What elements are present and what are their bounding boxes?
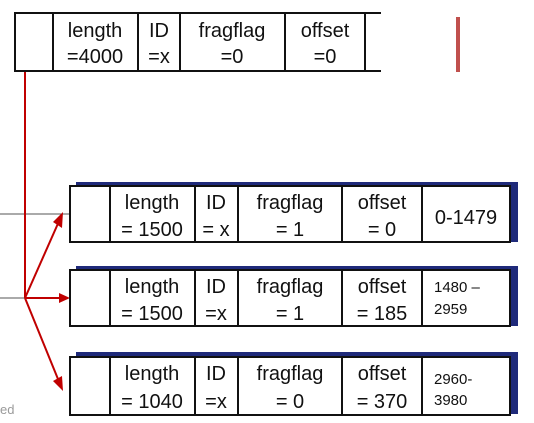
fragment-1-offset-label: offset [358, 192, 407, 214]
fragment-3-id-label: ID [206, 363, 226, 385]
fragment-1-length-value: = 1500 [121, 219, 183, 241]
fragment-1-offset-value: = 0 [368, 219, 396, 241]
fragment-2-length-value: = 1500 [121, 303, 183, 325]
fragment-3-fragflag-value: = 0 [276, 391, 304, 413]
arrow-to-fragment-1 [24, 218, 61, 299]
arrowhead-icon [59, 293, 70, 303]
cut-off-text: ed [0, 402, 15, 417]
original-id-label: ID [149, 20, 169, 42]
fragment-3-fragflag-label: fragflag [257, 363, 324, 385]
fragment-1-box [69, 185, 511, 243]
original-header-box [14, 12, 454, 72]
fragment-2-length-label: length [125, 276, 180, 298]
arrowhead-icon [53, 212, 63, 228]
fragment-3-byte-range-start: 2960- [434, 371, 472, 388]
fragment-1: length = 1500 ID = x fragflag = 1 offset… [69, 182, 518, 243]
fragment-3-offset-label: offset [358, 363, 407, 385]
fragment-1-byte-range: 0-1479 [435, 207, 497, 229]
fragment-2: length = 1500 ID =x fragflag = 1 offset … [69, 266, 518, 327]
fragment-3: length = 1040 ID =x fragflag = 0 offset … [69, 352, 518, 416]
fragment-3-offset-value: = 370 [357, 391, 408, 413]
original-length-value: =4000 [67, 46, 123, 68]
arrowhead-icon [53, 376, 63, 391]
original-fragflag-label: fragflag [199, 20, 266, 42]
fragment-3-id-value: =x [205, 391, 227, 413]
fragment-2-fragflag-value: = 1 [276, 303, 304, 325]
fragment-2-box [69, 269, 511, 327]
fragmentation-arrows [24, 72, 61, 385]
fragment-2-id-label: ID [206, 276, 226, 298]
fragment-2-id-value: =x [205, 303, 227, 325]
fragment-1-length-label: length [125, 192, 180, 214]
arrow-to-fragment-3 [24, 297, 61, 385]
fragment-2-offset-value: = 185 [357, 303, 408, 325]
original-offset-label: offset [301, 20, 350, 42]
fragment-1-id-label: ID [206, 192, 226, 214]
fragment-2-byte-range-start: 1480 – [434, 279, 481, 296]
fragment-3-box [69, 356, 511, 416]
original-id-value: =x [148, 46, 170, 68]
fragment-1-fragflag-label: fragflag [257, 192, 324, 214]
fragment-2-byte-range-end: 2959 [434, 301, 467, 318]
fragment-1-fragflag-value: = 1 [276, 219, 304, 241]
fragment-2-offset-label: offset [358, 276, 407, 298]
original-datagram: length =4000 ID =x fragflag =0 offset =0 [14, 5, 460, 73]
original-length-label: length [68, 20, 123, 42]
fragment-2-fragflag-label: fragflag [257, 276, 324, 298]
original-offset-value: =0 [314, 46, 337, 68]
fragment-3-byte-range-end: 3980 [434, 392, 467, 409]
fragment-3-length-value: = 1040 [121, 391, 183, 413]
fragment-3-length-label: length [125, 363, 180, 385]
fragment-1-id-value: = x [202, 219, 229, 241]
original-fragflag-value: =0 [221, 46, 244, 68]
original-payload-blank [381, 5, 456, 73]
